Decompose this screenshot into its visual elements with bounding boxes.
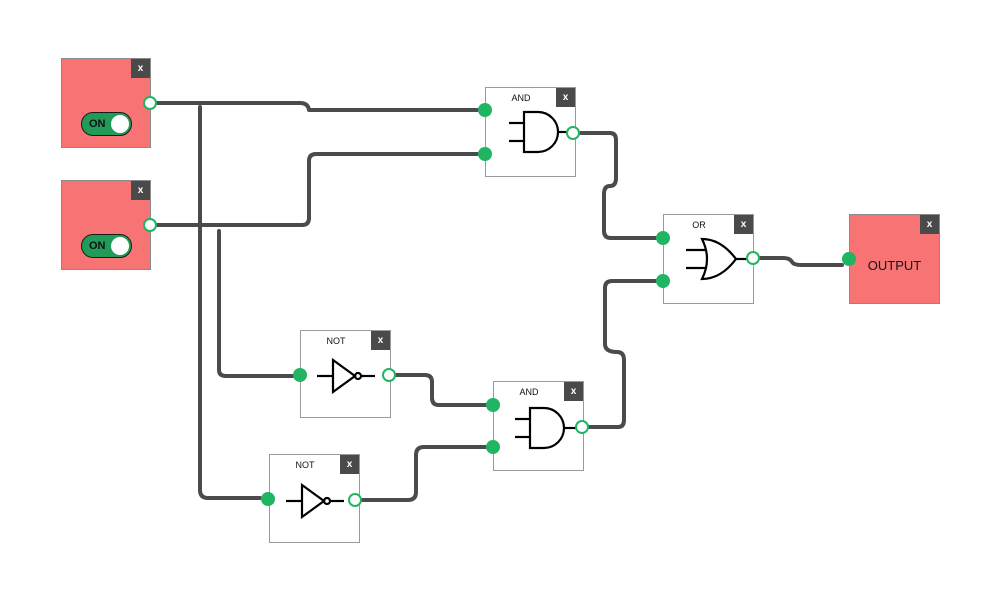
input-port[interactable] [842, 252, 856, 266]
output-port[interactable] [746, 251, 760, 265]
toggle-switch[interactable]: ON [81, 112, 132, 136]
not-gate-icon [286, 482, 344, 520]
close-button[interactable]: x [920, 215, 939, 234]
close-button[interactable]: x [371, 331, 390, 350]
output-port[interactable] [143, 218, 157, 232]
wire-input1-to-not2[interactable] [198, 105, 262, 500]
output-label: OUTPUT [867, 258, 922, 273]
output-port[interactable] [566, 126, 580, 140]
close-button[interactable]: x [564, 382, 583, 401]
or-gate-icon [686, 237, 750, 281]
gate-title: NOT [295, 460, 315, 470]
input-port[interactable] [656, 274, 670, 288]
and-gate-icon [515, 406, 578, 450]
gate-title: OR [692, 220, 706, 230]
output-port[interactable] [348, 493, 362, 507]
toggle-knob[interactable] [111, 237, 129, 255]
and-gate-node[interactable]: AND x [493, 381, 584, 471]
output-node[interactable]: x OUTPUT [849, 214, 940, 304]
wire-or-to-output[interactable] [752, 256, 844, 267]
close-button[interactable]: x [131, 59, 150, 78]
wire-not2-to-and2[interactable] [354, 445, 488, 502]
input-switch-2[interactable]: x ON [61, 180, 151, 270]
close-button[interactable]: x [131, 181, 150, 200]
input-switch-1[interactable]: x ON [61, 58, 151, 148]
input-port[interactable] [478, 147, 492, 161]
or-gate-node[interactable]: OR x [663, 214, 754, 304]
input-port[interactable] [656, 231, 670, 245]
toggle-label: ON [89, 118, 106, 130]
wire-input2-to-not1[interactable] [217, 229, 295, 378]
input-port[interactable] [486, 440, 500, 454]
wire-not1-to-and2[interactable] [387, 373, 488, 407]
wire-input2-to-and1[interactable] [148, 152, 482, 227]
and-gate-node[interactable]: AND x [485, 87, 576, 177]
output-port[interactable] [382, 368, 396, 382]
gate-title: NOT [326, 336, 346, 346]
gate-title: AND [511, 93, 531, 103]
not-gate-node[interactable]: NOT x [300, 330, 391, 418]
and-gate-icon [509, 110, 572, 154]
close-button[interactable]: x [340, 455, 359, 474]
toggle-label: ON [89, 240, 106, 252]
close-button[interactable]: x [734, 215, 753, 234]
output-port[interactable] [575, 420, 589, 434]
output-port[interactable] [143, 96, 157, 110]
not-gate-node[interactable]: NOT x [269, 454, 360, 543]
input-port[interactable] [478, 103, 492, 117]
wire-and2-to-or[interactable] [580, 279, 658, 429]
toggle-knob[interactable] [111, 115, 129, 133]
input-port[interactable] [486, 398, 500, 412]
gate-title: AND [519, 387, 539, 397]
not-gate-icon [317, 357, 375, 395]
input-port[interactable] [293, 368, 307, 382]
wire-input1-to-and1[interactable] [148, 101, 480, 112]
wire-and1-to-or[interactable] [575, 131, 658, 240]
input-port[interactable] [261, 492, 275, 506]
toggle-switch[interactable]: ON [81, 234, 132, 258]
close-button[interactable]: x [556, 88, 575, 107]
